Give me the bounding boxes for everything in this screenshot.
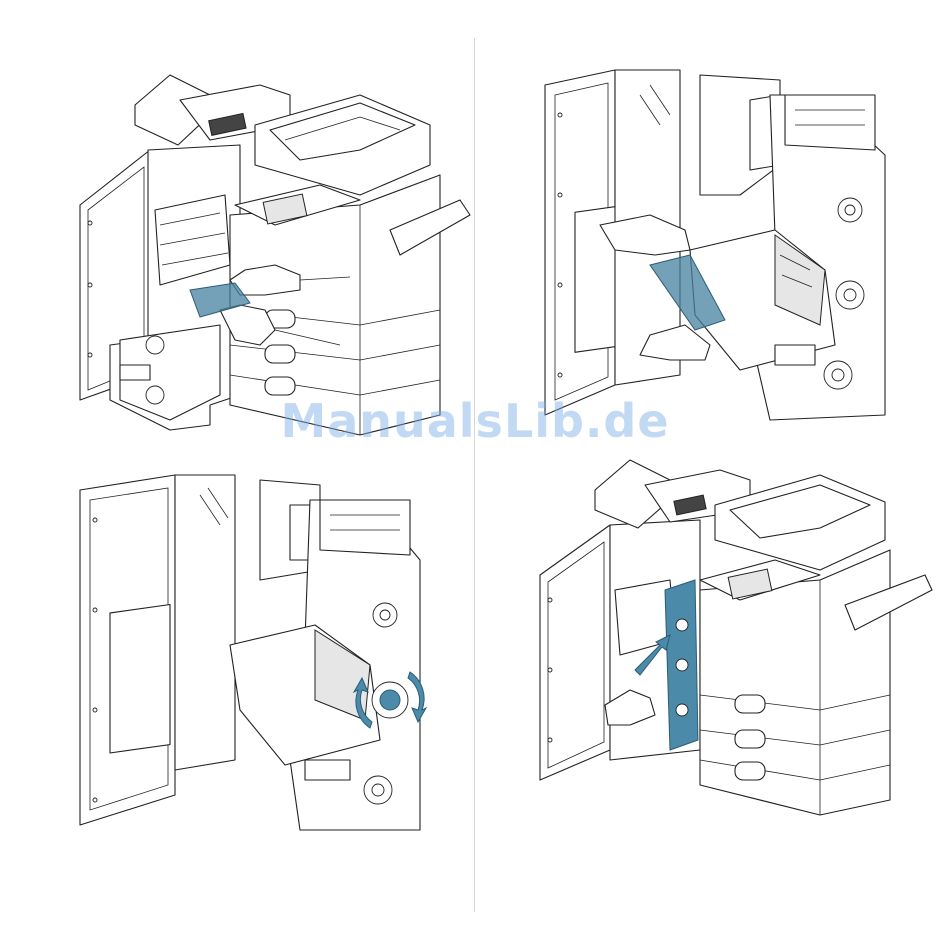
- illustration-turn-knob: [60, 460, 480, 860]
- watermark-text: ManualsLib.de: [0, 394, 950, 448]
- copier-close-finisher-drawing: [520, 440, 940, 840]
- illustration-close-finisher: [520, 440, 940, 840]
- finisher-turn-knob-drawing: [60, 460, 480, 860]
